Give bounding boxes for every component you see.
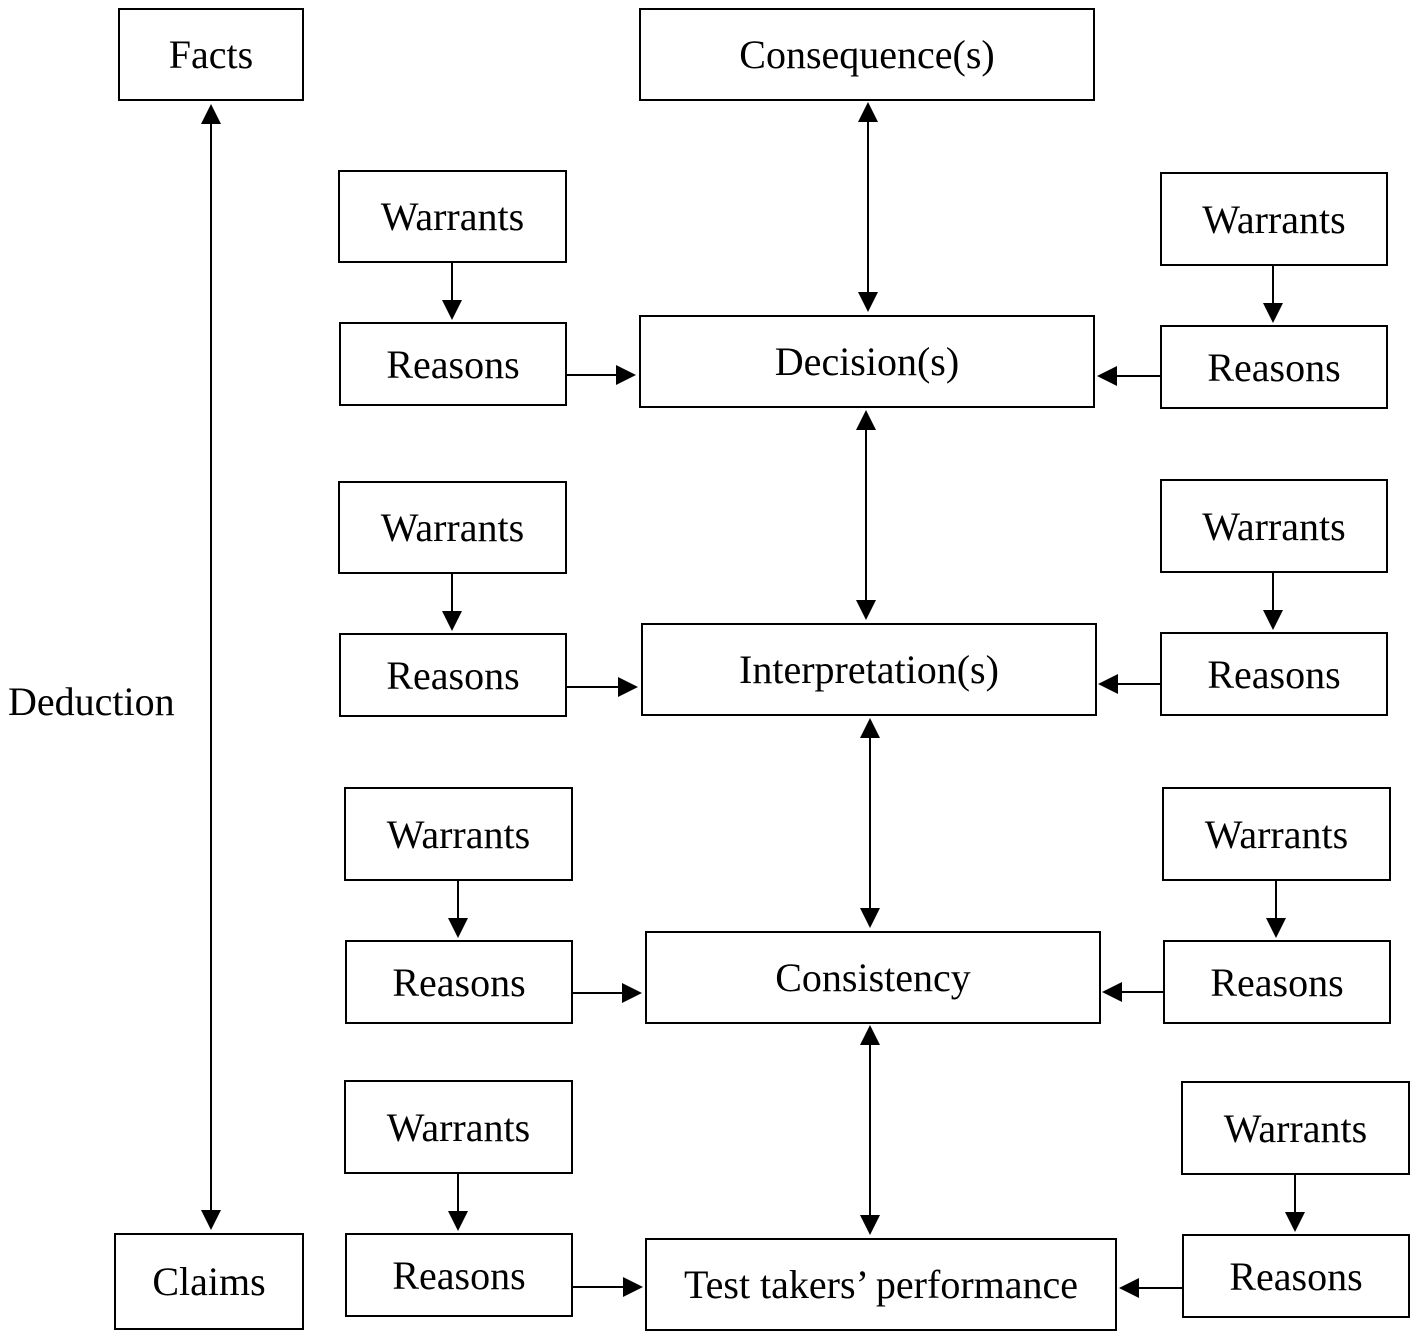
claims-box: Claims [114,1233,304,1330]
left-warrants-2: Warrants [338,481,567,574]
right-warrants-1: Warrants [1160,172,1388,266]
right-warrants-2: Warrants [1160,479,1388,573]
right-reasons-3: Reasons [1163,940,1391,1024]
deduction-label: Deduction [8,679,175,724]
warrants-label: Warrants [386,1104,531,1150]
warrants-label: Warrants [1202,196,1346,242]
performance-label: Test takers’ performance [683,1262,1079,1307]
reasons-label: Reasons [1210,959,1344,1005]
right-warrants-3: Warrants [1162,787,1391,881]
left-warrants-1: Warrants [338,170,567,263]
reasons-label: Reasons [392,959,526,1005]
warrants-label: Warrants [1202,503,1346,549]
facts-label: Facts [168,32,254,77]
reasons-label: Reasons [386,341,520,387]
reasons-label: Reasons [392,1252,526,1298]
interpretation-label: Interpretation(s) [739,647,999,692]
consequence-box: Consequence(s) [639,8,1095,101]
left-warrants-3: Warrants [344,787,573,881]
warrants-label: Warrants [380,505,525,550]
right-reasons-1: Reasons [1160,325,1388,409]
right-reasons-4: Reasons [1182,1234,1410,1318]
left-reasons-4: Reasons [345,1233,573,1317]
left-reasons-2: Reasons [339,633,567,717]
facts-box: Facts [118,8,304,101]
consequence-label: Consequence(s) [739,32,995,77]
reasons-label: Reasons [1207,344,1341,390]
decision-label: Decision(s) [774,339,960,384]
warrants-label: Warrants [1223,1105,1368,1151]
left-reasons-1: Reasons [339,322,567,406]
consistency-box: Consistency [645,931,1101,1024]
right-reasons-2: Reasons [1160,632,1388,716]
left-reasons-3: Reasons [345,940,573,1024]
reasons-label: Reasons [1207,651,1341,697]
decision-box: Decision(s) [639,315,1095,408]
warrants-label: Warrants [386,811,531,857]
reasons-label: Reasons [386,652,520,698]
performance-box: Test takers’ performance [645,1238,1117,1331]
warrants-label: Warrants [1204,811,1349,857]
reasons-label: Reasons [1229,1253,1363,1299]
right-warrants-4: Warrants [1181,1081,1410,1175]
left-warrants-4: Warrants [344,1080,573,1174]
warrants-label: Warrants [380,194,525,239]
interpretation-box: Interpretation(s) [641,623,1097,716]
consistency-label: Consistency [775,955,971,1000]
claims-label: Claims [152,1259,266,1304]
